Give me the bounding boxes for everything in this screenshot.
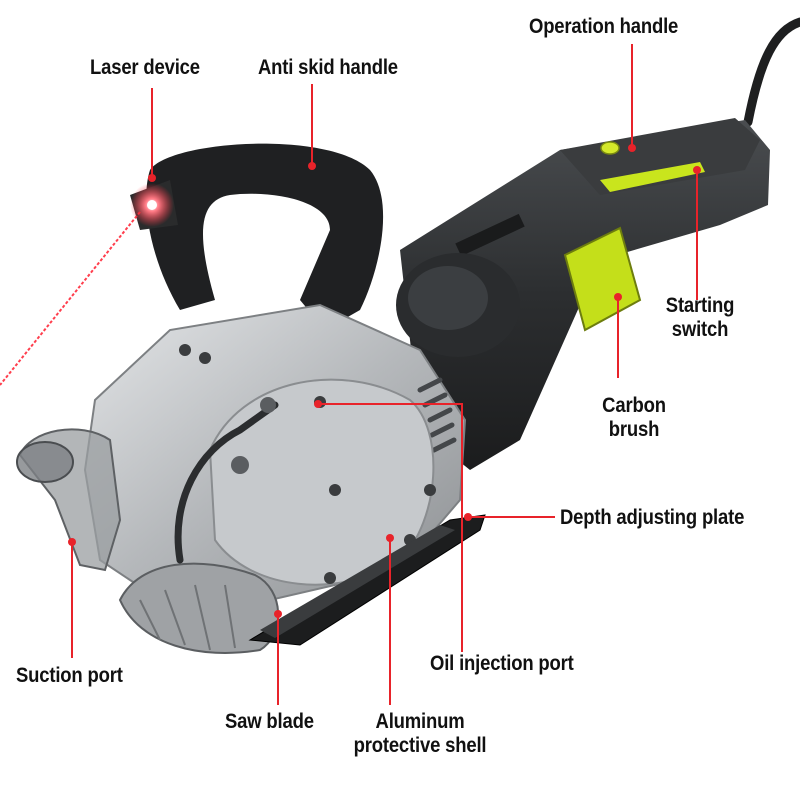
callout-dots (68, 144, 701, 618)
blade-segments (139, 584, 236, 651)
label-depth-adjusting-plate: Depth adjusting plate (560, 506, 745, 529)
label-suction-port: Suction port (16, 664, 123, 687)
shell-cover (208, 378, 435, 586)
label-anti-skid-handle: Anti skid handle (258, 56, 398, 79)
label-starting-switch-line2: switch (671, 318, 729, 341)
label-aluminum-protective-shell: Aluminum protective shell (350, 710, 491, 758)
power-cord (743, 17, 800, 127)
carbon-brush-panel (563, 226, 642, 332)
anti-skid-handle-shape (146, 143, 384, 330)
label-oil-injection-port: Oil injection port (430, 652, 574, 675)
label-laser-device: Laser device (90, 56, 200, 79)
callout-lines (71, 44, 698, 705)
brand-label-shape (455, 213, 525, 257)
label-aluminum-line1: Aluminum (375, 710, 465, 733)
label-starting-switch-line1: Starting (665, 294, 735, 317)
clamp-lever (174, 401, 279, 564)
label-saw-blade: Saw blade (225, 710, 314, 733)
label-starting-switch: Starting switch (647, 294, 753, 342)
label-carbon-brush-line2: brush (608, 418, 660, 441)
motor-body (400, 120, 770, 470)
label-operation-handle: Operation handle (529, 15, 679, 38)
label-carbon-brush-line1: Carbon (602, 394, 666, 417)
start-button (600, 141, 620, 155)
label-carbon-brush: Carbon brush (581, 394, 687, 442)
green-stripe (600, 162, 705, 192)
operation-handle-shape (560, 118, 760, 195)
laser-beam (0, 211, 141, 386)
housing-ribs (417, 377, 457, 453)
label-aluminum-line2: protective shell (353, 734, 487, 757)
